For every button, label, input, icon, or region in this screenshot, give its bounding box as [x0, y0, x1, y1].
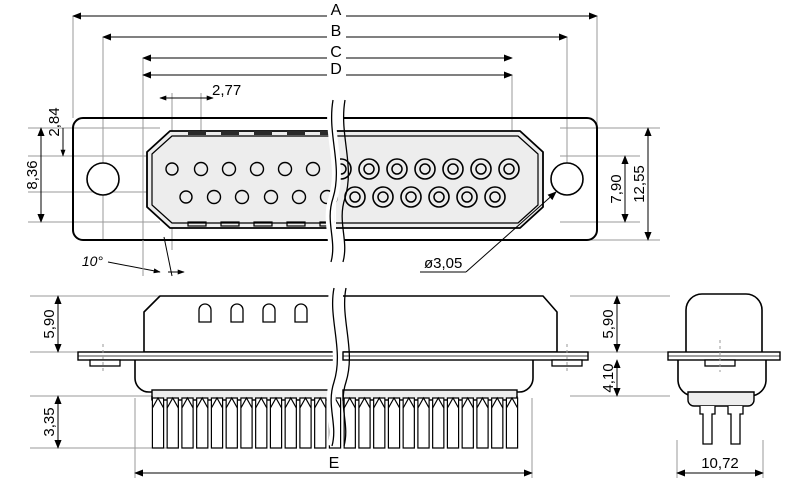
side-view-pin-barb: [210, 396, 224, 409]
dim-label-chamfer-angle: 10°: [82, 253, 104, 269]
dim-label-body-height-left: 5,90: [41, 309, 58, 338]
dim-label-a-text: A: [331, 2, 342, 19]
side-view-flange-plate: [77, 344, 589, 372]
dim-label-d-text: D: [330, 61, 342, 78]
dim-label-hole-dia: ø3,05: [424, 255, 462, 272]
side-view-pin-barb: [240, 396, 253, 409]
side-view-pin-barb: [417, 396, 430, 409]
side-view-pin-barb: [196, 396, 209, 409]
mounting-hole-right: [550, 162, 584, 196]
break-line-top-view: [325, 99, 350, 264]
side-view-pin: [446, 397, 460, 449]
side-view-pin: [387, 397, 401, 449]
side-view-pin: [240, 397, 253, 449]
side-view-pin: [299, 397, 312, 449]
side-view-pin-barb: [358, 396, 371, 409]
dim-label-b-text: B: [331, 23, 342, 40]
side-view-pin: [491, 397, 504, 449]
side-view-pin: [402, 397, 415, 449]
dim-label-inner-height: 7,90: [608, 174, 625, 203]
side-view-pin-barb: [314, 396, 327, 409]
dim-label-c-text: C: [330, 44, 342, 61]
dim-label-pin-zone-right: 4,10: [600, 363, 617, 392]
side-view-pin: [166, 397, 179, 449]
side-view-pin-barb: [284, 396, 297, 409]
flange-tab-left: [89, 359, 121, 367]
mounting-hole-left: [86, 162, 120, 196]
side-view-pin-barb: [151, 396, 165, 409]
side-view-pin: [284, 397, 297, 449]
right-vertical-dims: [621, 127, 652, 241]
side-view-pin-barb: [343, 396, 356, 409]
side-view-pin: [343, 397, 356, 449]
end-view-pin-right: [727, 406, 744, 445]
side-view-pin-barb: [181, 396, 194, 409]
dim-label-pitch: 2,77: [212, 82, 241, 99]
side-view-body: [143, 295, 558, 353]
side-view-pin: [181, 397, 194, 449]
side-view-pin-barb: [299, 396, 312, 409]
top-view-flange: [72, 117, 598, 241]
side-view-pin-barb: [491, 396, 504, 409]
hole-diameter-leader: [420, 191, 557, 273]
left-vertical-dims: [37, 127, 66, 223]
dim-label-outer-height: 12,55: [631, 165, 648, 203]
dim-label-length-e: E: [329, 455, 340, 472]
side-view-pin: [505, 397, 519, 449]
dim-label-row-span: 8,36: [24, 160, 41, 189]
side-view-pin-barb: [402, 396, 415, 409]
side-view-pin-barb: [255, 396, 268, 409]
dshell-right: [336, 130, 544, 229]
dim-label-end-width: 10,72: [701, 455, 739, 472]
side-view-pin: [314, 397, 327, 449]
side-view-pin-barb: [373, 396, 386, 409]
chamfer-angle-annotation: [107, 236, 185, 277]
dim-label-body-height-right: 5,90: [600, 309, 617, 338]
side-view-pin-barb: [432, 396, 445, 409]
end-view-pin-left: [699, 406, 716, 445]
side-view-pin: [461, 397, 474, 449]
break-line-side-view: [326, 287, 350, 448]
side-view-pin-barb: [166, 396, 179, 409]
side-view-pin-barb: [269, 396, 283, 409]
side-view-pin-barb: [387, 396, 401, 409]
side-view-slots: [198, 303, 308, 323]
side-view-pin-barb: [461, 396, 474, 409]
side-view-pin-barb: [476, 396, 489, 409]
side-view-pin-barb: [446, 396, 460, 409]
side-view-pin-barb: [225, 396, 238, 409]
side-view-pin: [225, 397, 238, 449]
dim-label-row-offset: 2,84: [46, 107, 63, 136]
side-view-pin: [196, 397, 209, 449]
dshell-left: [146, 130, 335, 229]
end-view-body: [667, 293, 781, 445]
dim-label-pin-length-left: 3,35: [41, 407, 58, 436]
side-view-pin: [151, 397, 165, 449]
side-view-pin: [432, 397, 445, 449]
side-view-pin: [210, 397, 224, 449]
side-view-pin: [358, 397, 371, 449]
side-view-pin-barb: [505, 396, 519, 409]
side-view-pin: [373, 397, 386, 449]
side-view-pin: [255, 397, 268, 449]
side-view-pin: [476, 397, 489, 449]
side-view-pin: [269, 397, 283, 449]
side-view-pin: [417, 397, 430, 449]
